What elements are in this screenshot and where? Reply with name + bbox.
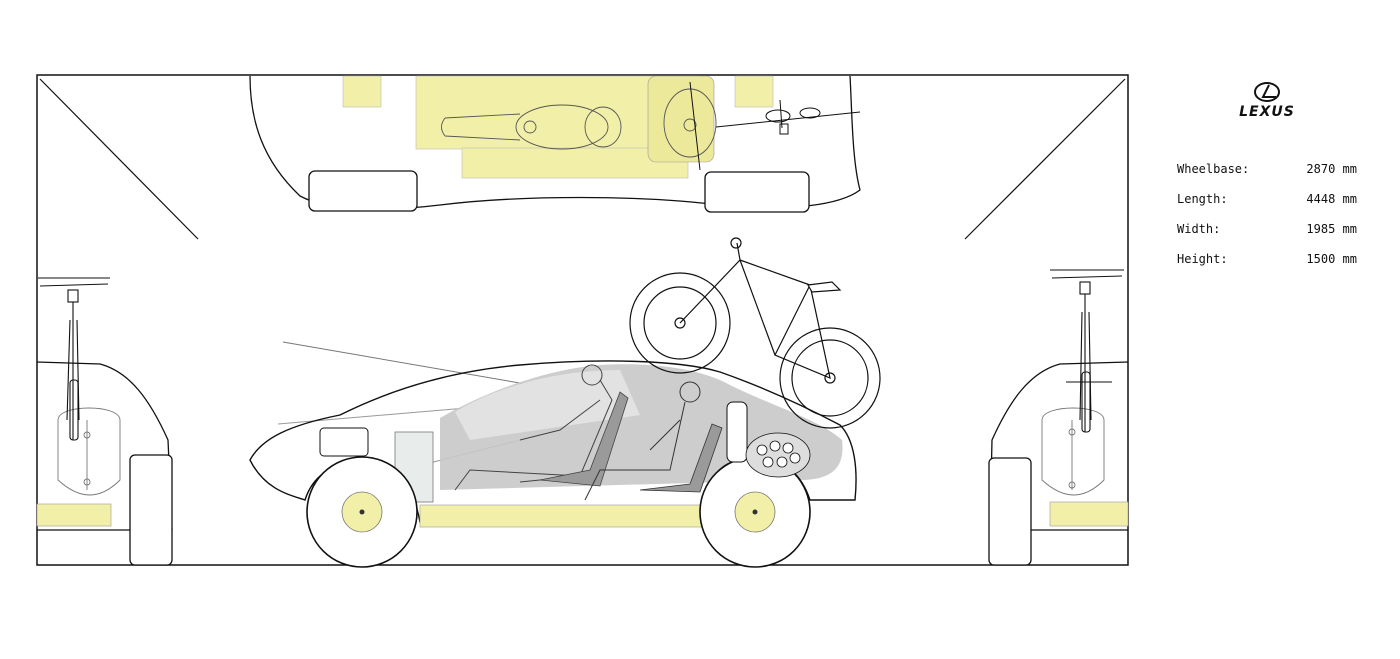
spec-label: Height: — [1177, 252, 1228, 266]
passenger-seat — [639, 423, 723, 493]
front-right-bicycle — [1050, 269, 1124, 433]
front-right-tire — [988, 457, 1032, 566]
top-yellow-zone-4 — [647, 75, 715, 163]
front-left-bicycle — [38, 277, 110, 441]
front-left-yellow — [36, 503, 112, 527]
perspective-line-right — [964, 78, 1126, 240]
top-wheel-right — [704, 171, 810, 213]
engine-box — [394, 431, 434, 503]
front-left-tire — [129, 454, 173, 566]
lexus-emblem-icon — [1254, 82, 1280, 102]
front-luggage — [319, 427, 369, 457]
front-left-outline — [36, 361, 173, 531]
rear-tank — [726, 401, 748, 463]
spec-label: Wheelbase: — [1177, 162, 1250, 176]
spec-table: Wheelbase: 2870 mm Length: 4448 mm Width… — [1177, 158, 1367, 278]
top-wheel-left — [308, 170, 418, 212]
spec-row-height: Height: 1500 mm — [1177, 248, 1367, 278]
brand-name: LEXUS — [1239, 104, 1295, 120]
spec-value: 2870 mm — [1306, 162, 1357, 176]
spec-label: Length: — [1177, 192, 1228, 206]
front-right-outline — [989, 361, 1129, 531]
floor-yellow — [419, 504, 713, 528]
spec-value: 1985 mm — [1306, 222, 1357, 236]
front-left-occupant — [57, 407, 121, 496]
front-right-yellow — [1049, 501, 1129, 527]
front-view-right — [988, 269, 1129, 566]
side-view-car — [249, 237, 881, 568]
top-occupant — [441, 88, 717, 158]
top-view-car — [249, 75, 861, 213]
top-car-outline — [249, 75, 861, 211]
spec-value: 1500 mm — [1306, 252, 1357, 266]
sightline-upper — [282, 341, 561, 391]
spec-row-width: Width: 1985 mm — [1177, 218, 1367, 248]
front-view-left — [36, 277, 173, 566]
roof-bicycle — [629, 237, 881, 429]
top-bicycle — [689, 81, 861, 171]
perspective-line-left — [39, 78, 199, 240]
driver-seat — [539, 391, 629, 487]
spec-row-wheelbase: Wheelbase: 2870 mm — [1177, 158, 1367, 188]
top-yellow-zone-1 — [342, 75, 382, 108]
brand-logo: LEXUS — [1222, 80, 1312, 124]
passenger-figure — [584, 381, 701, 501]
rear-ball-pack — [745, 432, 811, 478]
glass-area — [455, 370, 640, 440]
front-right-occupant — [1041, 407, 1105, 496]
spec-value: 4448 mm — [1306, 192, 1357, 206]
top-yellow-zone-5 — [734, 75, 774, 108]
spec-row-length: Length: 4448 mm — [1177, 188, 1367, 218]
spec-label: Width: — [1177, 222, 1221, 236]
garage-frame — [36, 74, 1129, 566]
